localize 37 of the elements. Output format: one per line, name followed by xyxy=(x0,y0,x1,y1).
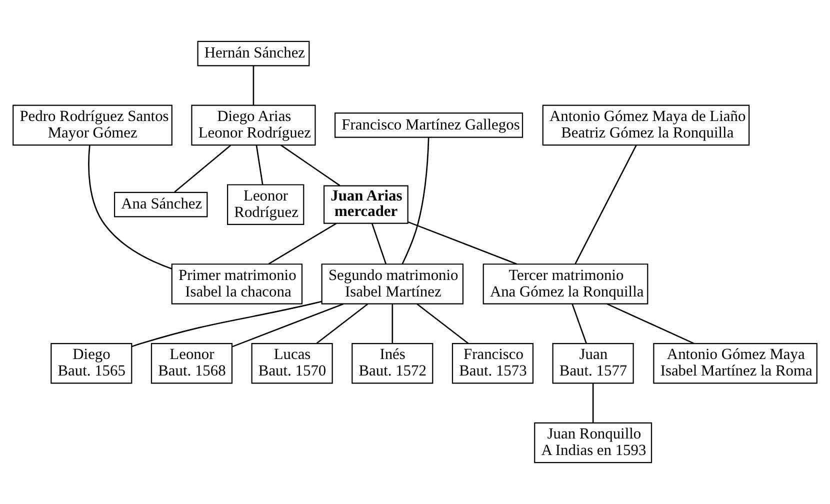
connector xyxy=(408,221,518,265)
node-box: Pedro Rodríguez Santos Mayor Gómez xyxy=(12,104,172,146)
node-box: Leonor Rodríguez xyxy=(227,184,304,225)
connector xyxy=(174,144,231,193)
node-box: Juan Baut. 1577 xyxy=(552,342,634,384)
connector xyxy=(280,144,340,186)
node-box: Francisco Martínez Gallegos xyxy=(334,112,524,138)
connector xyxy=(268,222,337,264)
node-box: Hernán Sánchez xyxy=(197,40,310,66)
connector xyxy=(392,304,394,344)
connector xyxy=(252,66,254,106)
node-box: Antonio Gómez Maya Isabel Martínez la Roma xyxy=(653,342,818,384)
connector xyxy=(316,304,368,344)
node-box: Leonor Baut. 1568 xyxy=(150,342,233,384)
node-box: Segundo matrimonio Isabel Martínez xyxy=(321,264,464,304)
node-box: Diego Arias Leonor Rodríguez xyxy=(191,104,316,146)
connector xyxy=(416,304,469,344)
node-box: Tercer matrimonio Ana Gómez la Ronquilla xyxy=(482,264,648,304)
node-box: Antonio Gómez Maya de Liaño Beatriz Gómez la Ronquilla xyxy=(542,104,750,146)
connector xyxy=(606,303,694,344)
node-box: Juan Arias mercader xyxy=(323,185,408,224)
node-box: Francisco Baut. 1573 xyxy=(452,342,534,384)
node-box: Diego Baut. 1565 xyxy=(50,342,132,384)
connector xyxy=(88,145,172,270)
node-box: Inés Baut. 1572 xyxy=(352,342,434,384)
connector xyxy=(371,223,387,264)
connector xyxy=(592,384,594,423)
connector xyxy=(574,144,637,264)
node-box: Lucas Baut. 1570 xyxy=(251,342,333,384)
connector xyxy=(402,137,430,264)
connector xyxy=(232,303,344,348)
connector xyxy=(572,304,587,344)
node-box: Primer matrimonio Isabel la chacona xyxy=(171,264,303,304)
connector xyxy=(132,300,322,348)
node-box: Ana Sánchez xyxy=(114,192,208,218)
connector xyxy=(256,145,264,185)
node-box: Juan Ronquillo A Indias en 1593 xyxy=(534,422,652,464)
